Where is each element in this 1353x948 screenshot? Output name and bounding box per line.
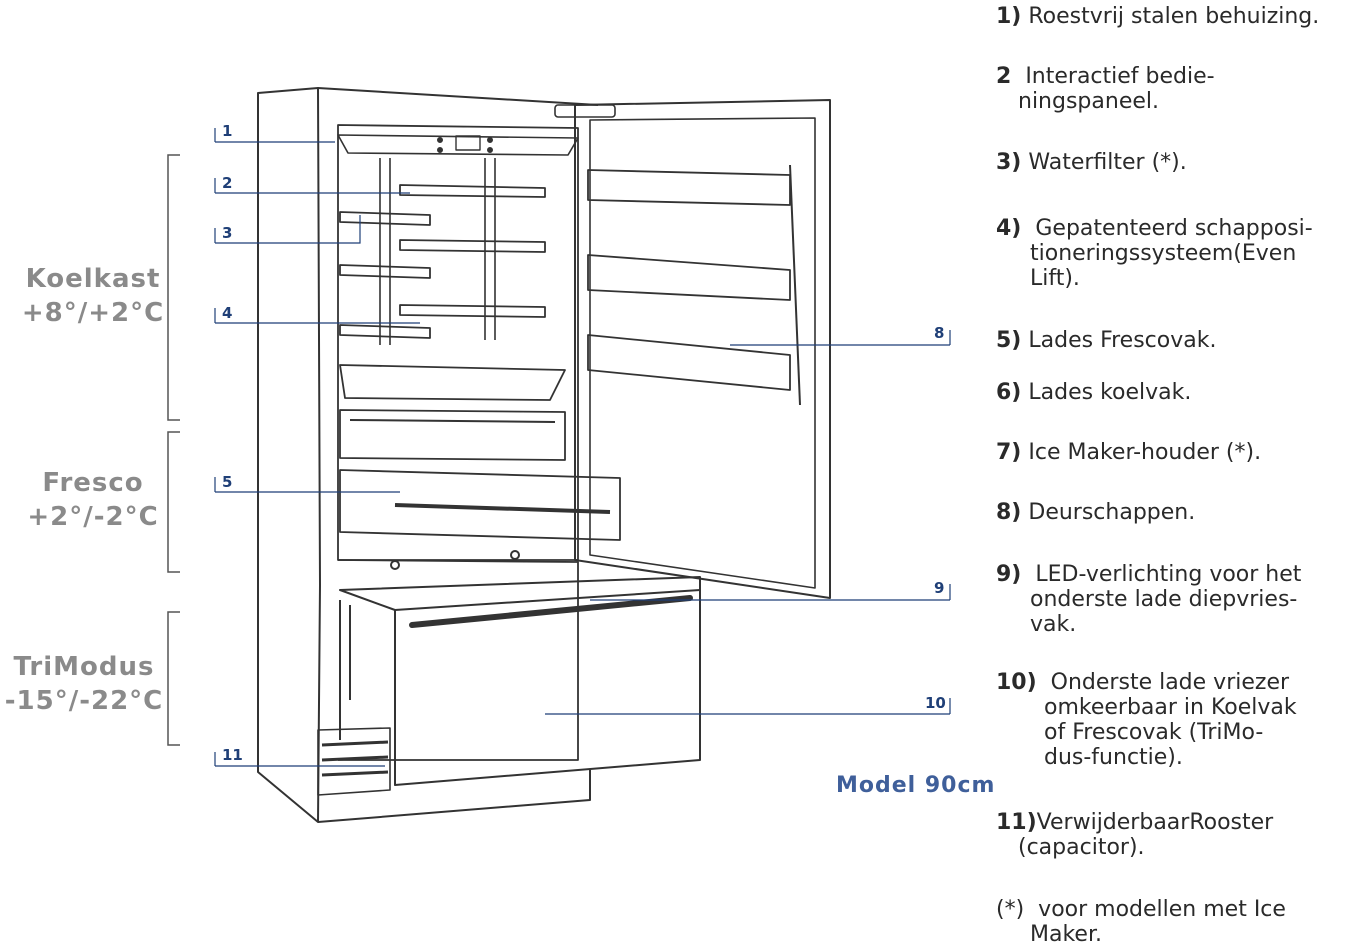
callout-line-8 [730,330,951,346]
zone-trimodus-temp: -15°/-22°C [4,686,164,716]
callout-10: 10 [925,694,946,712]
legend-item-6: 6) Lades koelvak. [996,380,1192,405]
legend-item-9: 9) LED-verlichting voor het onderste lad… [996,562,1302,637]
bracket-koelkast [167,154,180,421]
legend-item-7: 7) Ice Maker-houder (*). [996,440,1262,465]
legend-item-5: 5) Lades Frescovak. [996,328,1217,353]
model-label: Model 90cm [836,773,996,798]
legend-item-3: 3) Waterfilter (*). [996,150,1187,175]
zone-trimodus: TriModus -15°/-22°C [0,650,168,718]
callout-1: 1 [222,122,232,140]
zone-trimodus-name: TriModus [13,652,155,682]
callout-9: 9 [934,579,944,597]
bracket-trimodus [167,611,180,746]
door-bins [587,169,791,391]
callout-line-4 [214,308,420,324]
callout-line-9 [590,584,951,601]
legend-footnote: (*) voor modellen met Ice Maker. [996,897,1286,947]
zone-fresco-name: Fresco [42,468,144,498]
zone-koelkast: Koelkast +8°/+2°C [18,262,168,330]
callout-line-11 [214,752,385,767]
callout-line-5 [214,477,400,493]
fresco-drawer-lower [339,469,621,541]
door [574,99,831,599]
callout-4: 4 [222,304,232,322]
callout-11: 11 [222,746,243,764]
callout-5: 5 [222,473,232,491]
legend-item-1: 1) Roestvrij stalen behuizing. [996,4,1320,29]
freezer-drawer [339,576,701,786]
legend-item-2: 2 Interactief bedie- ningspaneel. [996,64,1215,114]
bottom-grille [317,727,391,796]
legend-item-8: 8) Deurschappen. [996,500,1196,525]
fresco-drawer-upper [339,409,566,461]
callout-2: 2 [222,174,232,192]
shelves [339,184,546,339]
callout-line-10 [545,698,951,715]
callout-line-1 [214,128,335,143]
legend-item-11: 11)VerwijderbaarRooster (capacitor). [996,810,1274,860]
cabinet-outline [257,87,321,823]
control-panel [337,134,579,156]
legend-item-10: 10) Onderste lade vriezer omkeerbaar in … [996,670,1297,770]
bracket-fresco [167,431,180,573]
zone-fresco: Fresco +2°/-2°C [18,466,168,534]
zone-koelkast-name: Koelkast [25,264,161,294]
legend-item-4: 4) Gepatenteerd schapposi- tioneringssys… [996,216,1313,291]
callout-line-2 [214,178,410,194]
callout-8: 8 [934,324,944,342]
callout-3: 3 [222,224,232,242]
callout-line-3 [214,215,361,244]
zone-koelkast-temp: +8°/+2°C [21,298,165,328]
zone-fresco-temp: +2°/-2°C [27,502,159,532]
